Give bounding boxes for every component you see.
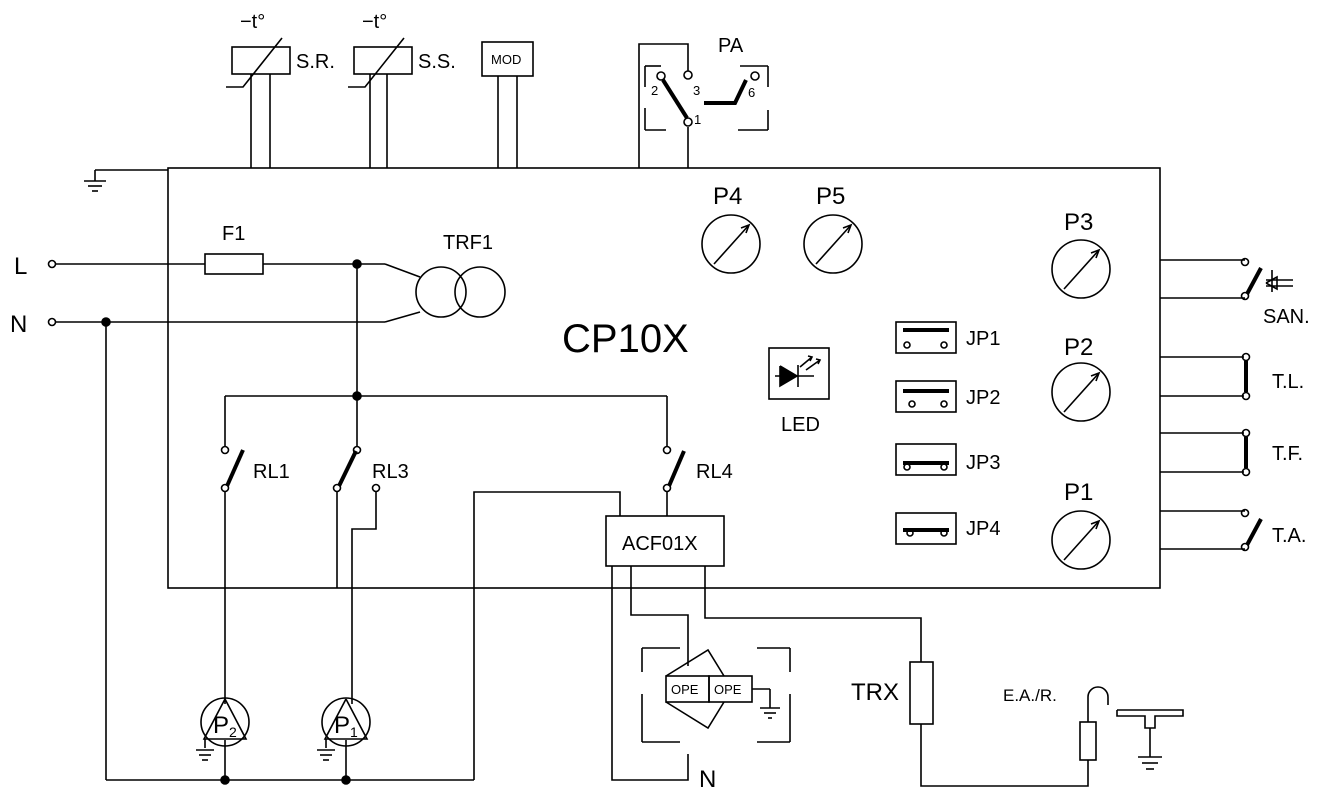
jumper-jp4 <box>895 512 957 545</box>
acf-neutral-wire <box>473 491 621 780</box>
relay-rl4-label: RL4 <box>696 461 733 483</box>
mod-label: MOD <box>491 52 521 67</box>
transformer-trf1 <box>384 263 506 323</box>
sensor-sr-label: S.R. <box>296 51 335 73</box>
pot-p1-label: P1 <box>1064 479 1093 506</box>
contact-tf-label: T.F. <box>1272 443 1303 465</box>
jumper-jp3-label: JP3 <box>966 452 1000 474</box>
led-label: LED <box>781 414 820 436</box>
trx-to-antenna <box>920 724 1089 787</box>
fuse-f1-label: F1 <box>222 223 245 245</box>
neutral-bottom-label: N <box>699 766 716 793</box>
trx-component <box>909 661 934 725</box>
trx-label: TRX <box>851 679 899 706</box>
pump-p2-subscript: 2 <box>229 724 237 740</box>
antenna-ground <box>1116 709 1184 770</box>
pa-pin-2: 2 <box>651 83 658 98</box>
acf-out-right <box>704 566 922 662</box>
sensor-ss-label: S.S. <box>418 51 456 73</box>
acf01x-module <box>605 515 725 567</box>
ope-1-label: OPE <box>671 682 699 697</box>
pot-p3 <box>1051 239 1111 299</box>
contact-tl <box>1160 352 1251 401</box>
rl3-no-wire <box>351 492 377 704</box>
sensor-ss <box>348 37 413 168</box>
neutral-terminal <box>47 317 57 327</box>
pot-p5 <box>803 214 863 274</box>
pump-p1 <box>317 697 371 761</box>
jumper-jp1 <box>895 321 957 354</box>
jumper-jp2 <box>895 380 957 413</box>
sensor-sr <box>226 37 291 168</box>
ope-enclosure <box>641 647 791 743</box>
acf01x-label: ACF01X <box>622 533 698 555</box>
transformer-trf1-label: TRF1 <box>443 232 493 254</box>
led-indicator <box>768 347 830 400</box>
contact-ta <box>1160 508 1263 552</box>
pa-label: PA <box>718 35 744 57</box>
pump-p1-junction <box>341 775 351 785</box>
chassis-ground <box>84 169 168 192</box>
line-terminal-label: L <box>14 253 27 280</box>
relay-rl3 <box>332 445 381 493</box>
antenna-symbol <box>1079 686 1109 761</box>
pump-p2-letter: P <box>213 712 229 739</box>
pa-switch <box>638 43 769 168</box>
pot-p4-label: P4 <box>713 183 742 210</box>
pot-p2-label: P2 <box>1064 334 1093 361</box>
jumper-jp3 <box>895 443 957 476</box>
neutral-terminal-label: N <box>10 311 27 338</box>
relay-rl1 <box>220 445 245 493</box>
relay-rl1-label: RL1 <box>253 461 290 483</box>
jumper-jp1-label: JP1 <box>966 328 1000 350</box>
board-name: CP10X <box>562 317 689 361</box>
contact-san-label: SAN. <box>1263 306 1310 328</box>
acf-out-left <box>611 566 689 781</box>
mod-box <box>481 41 534 77</box>
antenna-label: E.A./R. <box>1003 686 1057 705</box>
relay-rl4 <box>662 445 686 493</box>
pa-pin-1: 1 <box>694 112 701 127</box>
contact-tf <box>1160 428 1251 477</box>
sr-temp-mark: −t° <box>240 11 265 33</box>
acf-out-mid <box>630 566 689 666</box>
pump-p2 <box>196 697 250 761</box>
contact-san <box>1160 257 1293 301</box>
contact-ta-label: T.A. <box>1272 525 1306 547</box>
pa-pin-6: 6 <box>748 85 755 100</box>
pa-pin-3: 3 <box>693 83 700 98</box>
ope-2-label: OPE <box>714 682 742 697</box>
jumper-jp4-label: JP4 <box>966 518 1000 540</box>
fuse-f1 <box>204 253 264 275</box>
jumper-jp2-label: JP2 <box>966 387 1000 409</box>
pot-p5-label: P5 <box>816 183 845 210</box>
ss-temp-mark: −t° <box>362 11 387 33</box>
board-outline <box>167 167 1161 589</box>
line-terminal <box>47 259 57 269</box>
pump-p1-letter: P <box>334 712 350 739</box>
relay-rl3-label: RL3 <box>372 461 409 483</box>
contact-tl-label: T.L. <box>1272 371 1304 393</box>
pump-p1-subscript: 1 <box>350 724 358 740</box>
pot-p2 <box>1051 362 1111 422</box>
pump-p2-junction <box>220 775 230 785</box>
ope-ground <box>752 688 780 719</box>
pot-p4 <box>701 214 761 274</box>
pot-p1 <box>1051 510 1111 570</box>
pot-p3-label: P3 <box>1064 209 1093 236</box>
